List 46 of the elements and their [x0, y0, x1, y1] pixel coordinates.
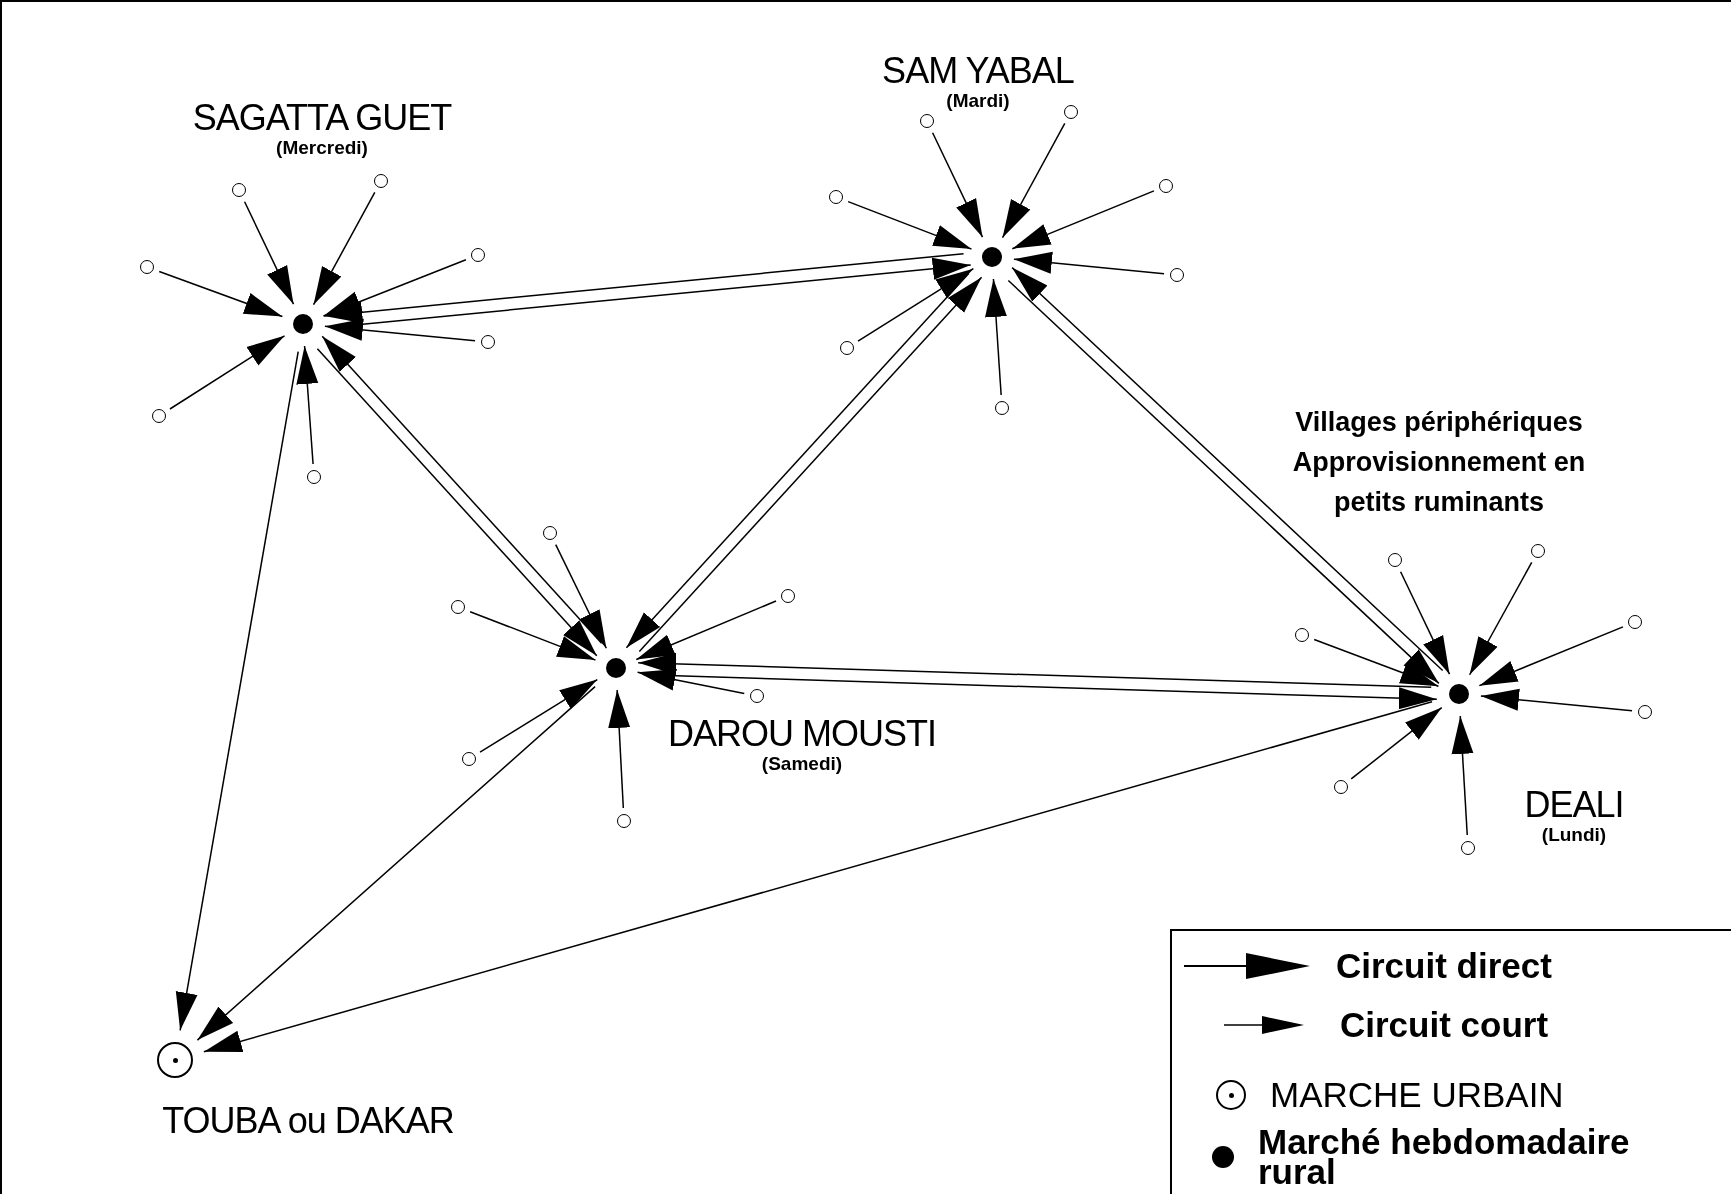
- arrow: [1013, 251, 1165, 275]
- arrow: [175, 350, 299, 1032]
- arrow: [479, 678, 599, 753]
- legend-label: Marché hebdomadaire rural: [1258, 1127, 1631, 1187]
- arrow: [158, 270, 284, 318]
- market-name: DEALI: [1524, 786, 1624, 824]
- arrow: [643, 674, 1438, 710]
- arrow: [635, 600, 777, 661]
- market-name: SAGATTA GUET: [192, 99, 452, 137]
- arrow: [608, 689, 631, 809]
- arrow: [637, 652, 1432, 688]
- market-name: TOUBA ou DAKAR: [162, 1102, 454, 1140]
- arrow: [554, 543, 608, 649]
- legend-label: Circuit direct: [1336, 947, 1552, 985]
- arrow: [169, 335, 286, 410]
- arrow: [322, 259, 467, 317]
- market-day: (Lundi): [1541, 824, 1607, 845]
- arrow: [324, 318, 476, 342]
- arrow: [243, 201, 295, 305]
- annotation-text: Villages périphériques Approvisionnement en petits ruminants: [1291, 406, 1587, 519]
- arrow: [469, 610, 597, 661]
- arrow: [1001, 122, 1066, 239]
- market-name: SAM YABAL: [882, 52, 1074, 90]
- arrow: [1399, 571, 1451, 675]
- arrow: [1478, 626, 1624, 687]
- market-name: DAROU MOUSTI: [668, 715, 936, 753]
- legend-label: MARCHE URBAIN: [1270, 1076, 1564, 1114]
- arrow: [196, 685, 596, 1041]
- legend-label: Circuit court: [1340, 1006, 1549, 1044]
- arrow: [1480, 688, 1633, 712]
- arrow: [985, 278, 1007, 396]
- arrow: [203, 700, 1433, 1053]
- arrow: [296, 345, 319, 465]
- arrow: [1468, 561, 1533, 676]
- market-day: (Samedi): [761, 753, 843, 774]
- market-day: (Mercredi): [276, 137, 368, 158]
- market-day: (Mardi): [946, 90, 1010, 111]
- arrow: [636, 668, 745, 695]
- arrow: [1313, 638, 1440, 687]
- arrow: [1350, 706, 1443, 780]
- arrow: [1011, 190, 1155, 250]
- arrow: [857, 267, 975, 342]
- arrow: [847, 200, 973, 250]
- arrow: [931, 132, 984, 238]
- arrow: [312, 191, 376, 306]
- arrow: [1451, 715, 1474, 836]
